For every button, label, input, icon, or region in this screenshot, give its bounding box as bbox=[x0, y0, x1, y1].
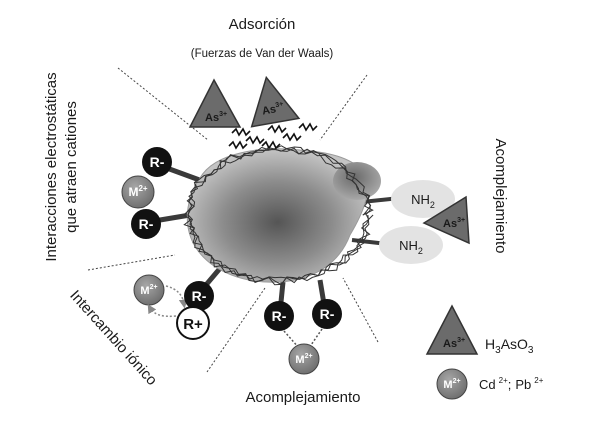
divider-left bbox=[87, 254, 176, 271]
van-der-waals-zigzag bbox=[245, 135, 265, 145]
legend-arsenic-formula: H3AsO3 bbox=[485, 336, 534, 356]
r-group-circle bbox=[142, 147, 172, 177]
van-der-waals-zigzag bbox=[228, 140, 248, 150]
particle-fiber-strand bbox=[187, 146, 374, 286]
metal-cation-complex: M2+ bbox=[288, 343, 320, 375]
divider-top-right bbox=[319, 74, 368, 141]
electrostatic-line1: Interacciones electrostáticas bbox=[43, 72, 60, 261]
exchange-arrow-in bbox=[165, 285, 188, 309]
r-group-circle bbox=[264, 301, 294, 331]
van-der-waals-zigzag bbox=[282, 132, 302, 142]
legend-metal-symbol: M2+ bbox=[443, 378, 460, 391]
van-der-waals-zigzag bbox=[267, 124, 287, 134]
legend-metal-circle bbox=[436, 368, 468, 400]
r-group-top: R- bbox=[142, 147, 172, 177]
amine-group-bottom: NH2 bbox=[379, 226, 443, 264]
exchange-arrow-out bbox=[147, 304, 177, 318]
arsenic-label: As3+ bbox=[261, 101, 285, 118]
r-group-plus: R+ bbox=[176, 306, 210, 340]
amine-ellipse bbox=[391, 180, 455, 218]
legend-arsenic-symbol: As3+ bbox=[443, 337, 465, 350]
adsorbed-arsenic-2: As3+ bbox=[250, 75, 301, 128]
adsorption-title: Adsorción bbox=[229, 16, 296, 33]
r-plus-circle bbox=[176, 306, 210, 340]
r-group-label: R- bbox=[320, 306, 335, 322]
r-group-label: R- bbox=[272, 308, 287, 324]
r-group-label: R- bbox=[150, 154, 165, 170]
legend-arsenic-triangle bbox=[425, 304, 479, 355]
r-plus-label: R+ bbox=[183, 316, 203, 333]
complexation-right-label: Acomplejamiento bbox=[492, 138, 509, 253]
r-group-circle bbox=[184, 281, 214, 311]
arsenic-triangle bbox=[188, 78, 242, 128]
metal-cation-electrostatic: M2+ bbox=[121, 175, 155, 209]
biosorbent-particle bbox=[183, 145, 381, 286]
r-group-bottom-1: R- bbox=[264, 301, 294, 331]
complexation-bottom-label: Acomplejamiento bbox=[245, 389, 360, 406]
r-group-label: R- bbox=[139, 216, 154, 232]
arsenic-label: As3+ bbox=[205, 111, 227, 124]
metal-label: M2+ bbox=[128, 184, 147, 199]
r-group-circle bbox=[312, 299, 342, 329]
van-der-waals-zigzag bbox=[261, 140, 281, 150]
r-group-circle bbox=[131, 209, 161, 239]
particle-knob bbox=[333, 162, 381, 200]
r-group-left: R- bbox=[131, 209, 161, 239]
adsorbed-arsenic-1: As3+ bbox=[188, 78, 242, 128]
van-der-waals-zigzag bbox=[298, 122, 318, 132]
r-group-exchange: R- bbox=[184, 281, 214, 311]
electrostatic-label: Interacciones electrostáticas que atraen… bbox=[43, 72, 80, 261]
metal-circle bbox=[288, 343, 320, 375]
amine-label: NH2 bbox=[399, 238, 423, 256]
divider-bottom-right bbox=[342, 277, 379, 343]
section-dividers bbox=[87, 67, 379, 373]
van-der-waals-zigzag bbox=[231, 127, 251, 137]
arsenic-triangle bbox=[422, 195, 470, 245]
adsorption-subtitle: (Fuerzas de Van der Waals) bbox=[191, 48, 334, 60]
metal-circle bbox=[121, 175, 155, 209]
metal-label: M2+ bbox=[295, 353, 312, 366]
arsenic-triangle bbox=[250, 75, 301, 128]
r-group-label: R- bbox=[192, 288, 207, 304]
amine-group-top: NH2 bbox=[391, 180, 455, 218]
metal-cation-exchange: M2+ bbox=[133, 274, 165, 306]
divider-bottom-left bbox=[206, 287, 266, 373]
legend-arsenic: As3+ H3AsO3 bbox=[425, 304, 534, 356]
amine-label: NH2 bbox=[411, 192, 435, 210]
van-der-waals-links bbox=[228, 122, 318, 150]
amine-ellipse bbox=[379, 226, 443, 264]
arsenic-label: As3+ bbox=[443, 217, 465, 230]
complexed-arsenic: As3+ bbox=[422, 195, 470, 245]
divider-top-left bbox=[117, 67, 209, 141]
particle-fibers bbox=[183, 145, 374, 286]
r-group-bottom-2: R- bbox=[312, 299, 342, 329]
metal-label: M2+ bbox=[140, 284, 157, 297]
electrostatic-line2: que atraen cationes bbox=[63, 101, 80, 233]
complexation-right-text: Acomplejamiento bbox=[492, 138, 509, 253]
